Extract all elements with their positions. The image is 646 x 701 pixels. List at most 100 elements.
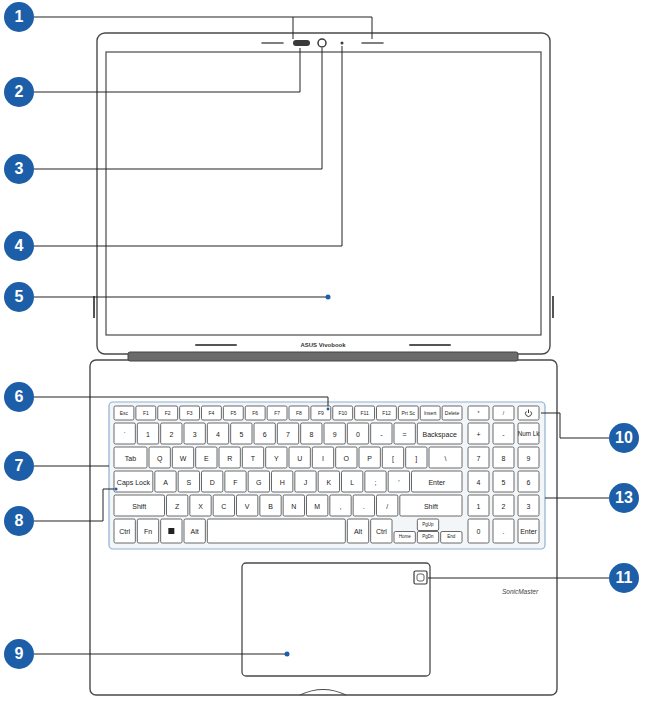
keycap: [207, 423, 228, 444]
key-label: `: [123, 430, 125, 437]
key-label: C: [221, 502, 226, 509]
keycap: [493, 471, 514, 492]
key-label: D: [210, 478, 215, 485]
keycap: [242, 447, 263, 468]
callout-circle: [609, 423, 639, 453]
keycap: [161, 519, 182, 543]
key-label: Shift: [424, 502, 438, 509]
keycap: [283, 495, 304, 516]
callout-number: 5: [15, 289, 24, 305]
keycap: [266, 447, 287, 468]
keycap: [518, 447, 539, 468]
display-panel: [106, 52, 541, 335]
keycap: [518, 519, 539, 543]
touchpad: [242, 563, 430, 676]
webcam-lens: [318, 39, 326, 47]
brand-logo: ASUS Vivobook: [299, 342, 346, 348]
keycap: [114, 519, 135, 543]
key-label: .: [363, 502, 365, 509]
key-label: U: [297, 454, 302, 461]
keyboard-well: [109, 402, 545, 549]
callout-number: 9: [15, 646, 24, 662]
key-label: 5: [502, 478, 506, 485]
callout-number: 6: [15, 389, 24, 405]
keycap: [420, 406, 440, 420]
audio-logo: SonicMaster: [501, 589, 539, 596]
bezel-mark: [410, 344, 450, 346]
callout-number: 8: [15, 513, 24, 529]
keycap: [260, 495, 281, 516]
keycap: [493, 423, 514, 444]
key-label: F6: [252, 411, 258, 416]
keycap: [137, 519, 158, 543]
key-label: -: [502, 430, 504, 437]
windows-key-icon: [168, 528, 174, 534]
keycap: [468, 447, 489, 468]
keycap: [493, 495, 514, 516]
keycap: [248, 471, 269, 492]
key-label: J: [304, 478, 308, 485]
keycap: [223, 406, 243, 420]
keycap: [149, 447, 170, 468]
callout-number: 2: [15, 84, 24, 100]
keycap: [254, 423, 275, 444]
callout-circle: [609, 563, 639, 593]
key-label: L: [350, 478, 354, 485]
keycap: [231, 423, 252, 444]
key-label: B: [268, 502, 273, 509]
callout-number: 4: [15, 238, 24, 254]
key-label: F12: [382, 411, 391, 416]
leader-line: [34, 17, 372, 39]
callout-circle: [4, 382, 34, 412]
keycap: [342, 471, 363, 492]
keycap: [312, 447, 333, 468]
keycap: [468, 471, 489, 492]
key-label: N: [291, 502, 296, 509]
key-label: ,: [340, 502, 342, 509]
key-label: ]: [415, 454, 417, 461]
key-label: 6: [527, 478, 531, 485]
callout-circle: [4, 506, 34, 536]
leader-dot: [285, 652, 290, 657]
key-label: Home: [399, 535, 411, 540]
keycap: [468, 423, 489, 444]
keycap: [347, 519, 368, 543]
keycap: [196, 447, 217, 468]
keycap: [417, 423, 462, 444]
keycap: [237, 495, 258, 516]
key-label: Alt: [191, 528, 199, 535]
keycap: [365, 471, 386, 492]
lid-side-mark: [552, 296, 554, 318]
hinge: [128, 352, 518, 361]
key-label: X: [198, 502, 203, 509]
key-label: End: [447, 535, 455, 540]
keycap: [468, 406, 489, 420]
keycap: [155, 471, 176, 492]
key-label: T: [251, 454, 255, 461]
bezel-mark: [196, 344, 236, 346]
callout-number: 13: [615, 490, 633, 506]
keycap: [518, 495, 539, 516]
fingerprint-sensor: [414, 571, 427, 584]
key-label: /: [386, 502, 388, 509]
keycap: [114, 471, 153, 492]
leader-line: [34, 489, 114, 521]
key-label: ': [398, 478, 399, 485]
key-label: ;: [375, 478, 377, 485]
keycap: [272, 471, 293, 492]
leader-line: [34, 297, 328, 298]
key-label: 9: [527, 454, 531, 461]
keycap: [353, 495, 374, 516]
keycap: [184, 423, 205, 444]
key-label: Enter: [428, 478, 445, 485]
keycap: [277, 423, 298, 444]
key-label: F11: [360, 411, 368, 416]
key-label: V: [245, 502, 250, 509]
keycap: [518, 423, 539, 444]
keycap: [295, 471, 316, 492]
keycap: [301, 423, 322, 444]
leader-line: [34, 654, 287, 655]
keycap: [359, 447, 380, 468]
leader-line: [34, 46, 342, 246]
keycap: [400, 495, 462, 516]
